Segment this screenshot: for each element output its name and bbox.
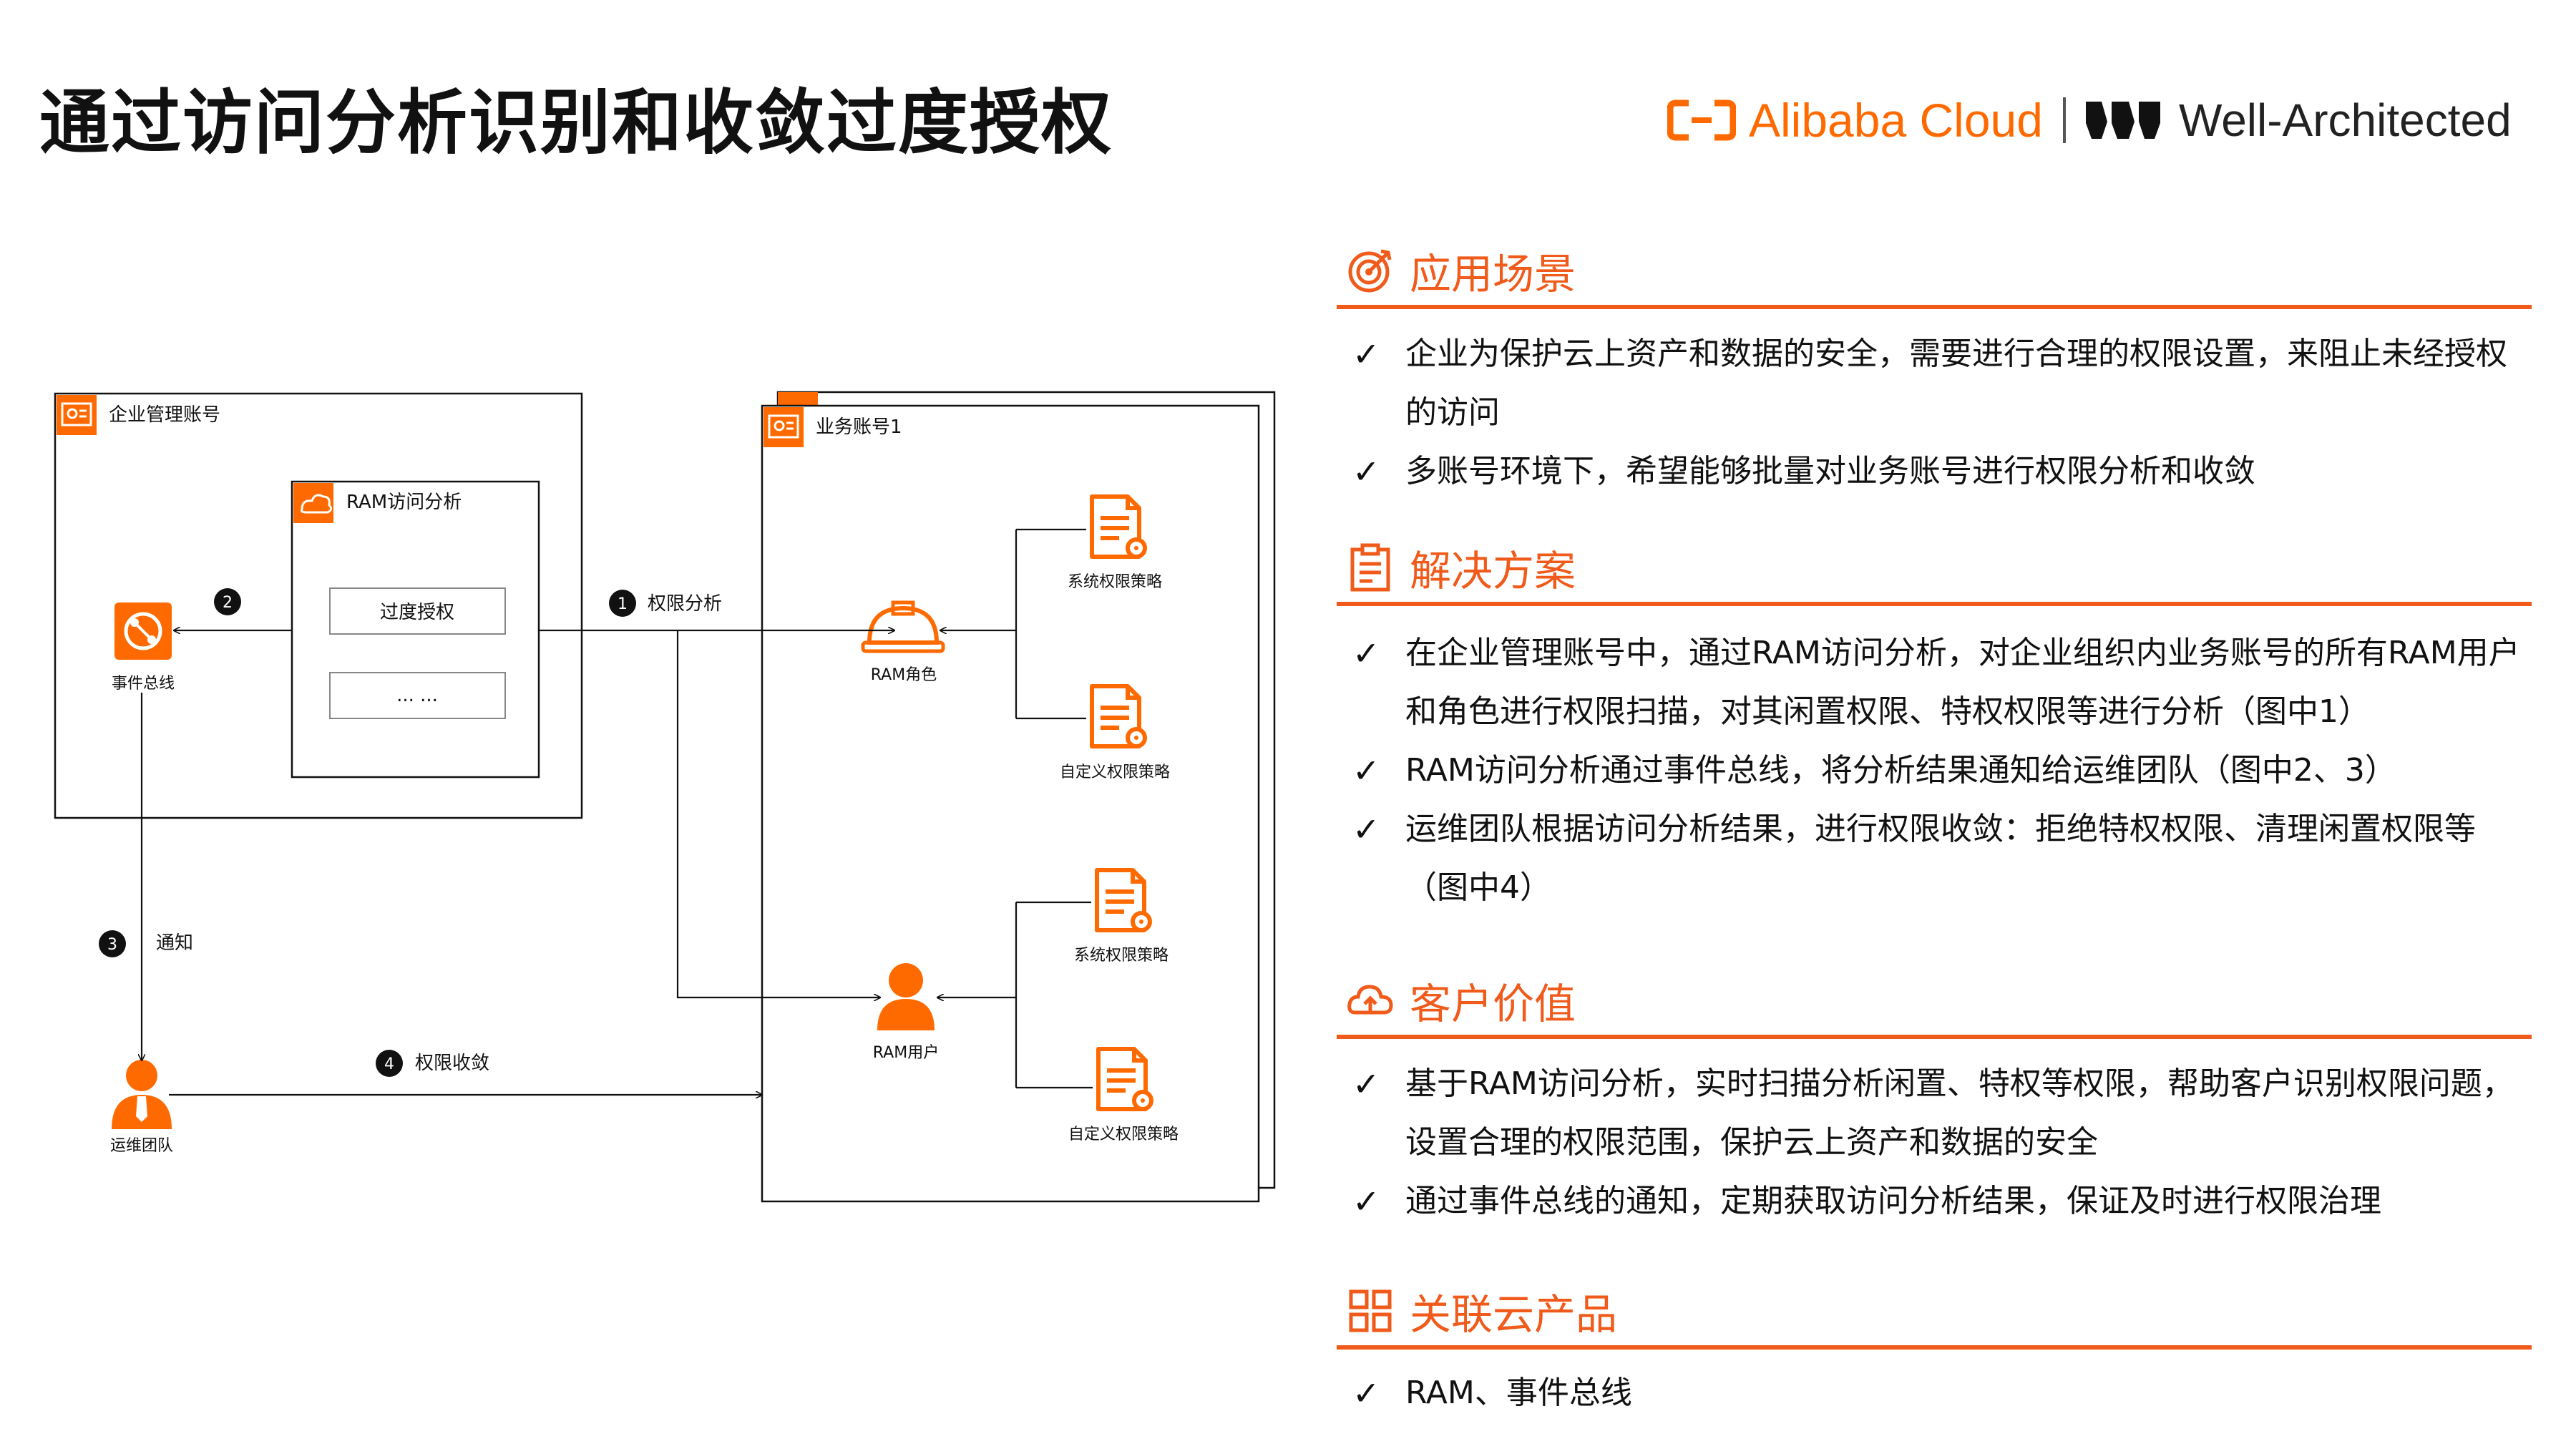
section-title: 解决方案 [1410, 547, 1576, 595]
list-item: ✓通过事件总线的通知，定期获取访问分析结果，保证及时进行权限治理 [1337, 1172, 2532, 1231]
ops-team-icon [112, 1060, 172, 1129]
section-solution: 解决方案 ✓在企业管理账号中，通过RAM访问分析，对企业组织内业务账号的所有RA… [1337, 533, 2532, 917]
target-icon [1348, 249, 1392, 293]
step-4-badge [376, 1050, 403, 1077]
section-header: 应用场景 [1337, 236, 2532, 309]
section-scenarios: 应用场景 ✓企业为保护云上资产和数据的安全，需要进行合理的权限设置，来阻止未经授… [1337, 236, 2532, 501]
system-policy-label-2: 系统权限策略 [1074, 947, 1169, 965]
list-item: ✓多账号环境下，希望能够批量对业务账号进行权限分析和收敛 [1337, 442, 2532, 501]
section-related-products: 关联云产品 ✓RAM、事件总线 [1337, 1277, 2532, 1423]
business-account-label: 业务账号1 [816, 416, 902, 438]
section-value: 客户价值 ✓基于RAM访问分析，实时扫描分析闲置、特权等权限，帮助客户识别权限问… [1337, 966, 2532, 1231]
section-title: 关联云产品 [1410, 1290, 1618, 1339]
page-title: 通过访问分析识别和收敛过度授权 [39, 82, 1113, 164]
check-icon: ✓ [1352, 1182, 1380, 1221]
event-bus-label: 事件总线 [112, 675, 175, 693]
bullet-list: ✓在企业管理账号中，通过RAM访问分析，对企业组织内业务账号的所有RAM用户和角… [1337, 624, 2532, 917]
list-item: ✓运维团队根据访问分析结果，进行权限收敛：拒绝特权权限、清理闲置权限等（图中4） [1337, 800, 2532, 917]
step-1-number: 1 [618, 595, 628, 613]
check-icon: ✓ [1352, 810, 1380, 849]
enterprise-account-box [54, 392, 583, 819]
ram-user-label: RAM用户 [873, 1044, 939, 1062]
cloud-upload-icon [1347, 985, 1393, 1015]
ops-team-label: 运维团队 [110, 1137, 173, 1155]
step-3-number: 3 [107, 936, 117, 954]
list-item: ✓RAM访问分析通过事件总线，将分析结果通知给运维团队（图中2、3） [1337, 741, 2532, 800]
bullet-list: ✓RAM、事件总线 [1337, 1364, 2532, 1423]
enterprise-account-icon [57, 395, 97, 435]
step-2-number: 2 [223, 594, 233, 612]
ellipsis-box [329, 672, 506, 719]
list-item: ✓在企业管理账号中，通过RAM访问分析，对企业组织内业务账号的所有RAM用户和角… [1337, 624, 2532, 741]
step-3-badge [99, 930, 126, 957]
step-4-label: 权限收敛 [415, 1053, 489, 1074]
system-policy-label-1: 系统权限策略 [1068, 573, 1162, 591]
check-icon: ✓ [1352, 751, 1380, 790]
list-item: ✓企业为保护云上资产和数据的安全，需要进行合理的权限设置，来阻止未经授权的访问 [1337, 325, 2532, 442]
alibaba-cloud-logo-icon [1667, 99, 1736, 141]
custom-policy-label-1: 自定义权限策略 [1060, 763, 1170, 781]
section-header: 解决方案 [1337, 533, 2532, 606]
bullet-list: ✓企业为保护云上资产和数据的安全，需要进行合理的权限设置，来阻止未经授权的访问 … [1337, 325, 2532, 501]
step-4-number: 4 [384, 1055, 394, 1073]
check-icon: ✓ [1352, 1374, 1380, 1413]
ram-role-icon [861, 600, 945, 653]
step-2-badge [214, 588, 241, 615]
section-header: 客户价值 [1337, 966, 2532, 1039]
business-account-icon [763, 407, 804, 447]
grid-icon [1349, 1289, 1392, 1332]
business-account-box [761, 404, 1260, 1203]
ram-user-icon [877, 963, 935, 1030]
over-auth-box [329, 587, 506, 635]
well-architected-logo-icon [2085, 102, 2160, 139]
list-item: ✓基于RAM访问分析，实时扫描分析闲置、特权等权限，帮助客户识别权限问题，设置合… [1337, 1055, 2532, 1172]
well-architected-text: Well-Architected [2178, 94, 2512, 146]
section-header: 关联云产品 [1337, 1277, 2532, 1350]
list-item: ✓RAM、事件总线 [1337, 1364, 2532, 1423]
check-icon: ✓ [1352, 634, 1380, 673]
step-3-label: 通知 [156, 932, 193, 954]
ram-analysis-icon [293, 483, 333, 523]
ram-analysis-box [291, 480, 540, 779]
enterprise-account-label: 企业管理账号 [109, 404, 220, 426]
check-icon: ✓ [1352, 452, 1380, 491]
section-title: 应用场景 [1410, 250, 1576, 298]
ram-analysis-label: RAM访问分析 [346, 492, 462, 513]
step-1-badge [609, 590, 636, 617]
alibaba-cloud-text: Alibaba Cloud [1749, 94, 2043, 147]
architecture-diagram: 企业管理账号 RAM访问分析 过度授权 ... ... 事件总线 运维团队 业务… [54, 391, 1276, 1203]
over-auth-label: 过度授权 [380, 602, 454, 623]
brand-logos: Alibaba Cloud Well-Architected [1667, 84, 2512, 156]
check-icon: ✓ [1352, 335, 1380, 374]
clipboard-icon [1350, 543, 1390, 592]
step-1-label: 权限分析 [648, 593, 722, 615]
connector-lines [142, 528, 1093, 1095]
ellipsis-label: ... ... [396, 685, 438, 706]
custom-policy-label-2: 自定义权限策略 [1068, 1126, 1179, 1143]
brand-separator [2062, 97, 2066, 143]
check-icon: ✓ [1352, 1065, 1380, 1103]
section-title: 客户价值 [1410, 980, 1576, 1028]
ram-role-label: RAM角色 [871, 666, 937, 684]
bullet-list: ✓基于RAM访问分析，实时扫描分析闲置、特权等权限，帮助客户识别权限问题，设置合… [1337, 1055, 2532, 1231]
